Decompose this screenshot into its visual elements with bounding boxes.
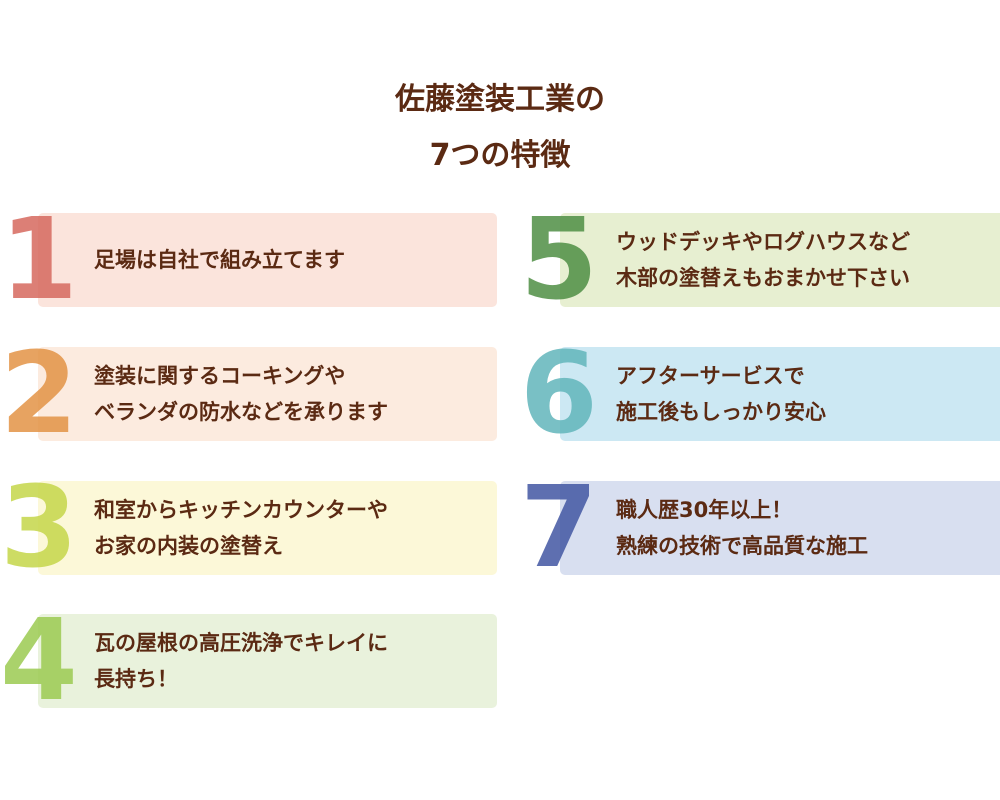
feature-text-line: ベランダの防水などを承ります [94, 400, 388, 424]
feature-number: 5 [520, 195, 598, 325]
feature-number: 7 [520, 463, 598, 593]
feature-number: 1 [0, 195, 78, 325]
page-title: 佐藤塗装工業の 7つの特徴 [0, 72, 1000, 184]
feature-text-line: 施工後もしっかり安心 [616, 400, 826, 424]
feature-text: 和室からキッチンカウンターやお家の内装の塗替え [94, 481, 388, 575]
feature-text: 足場は自社で組み立てます [94, 213, 345, 307]
feature-text-line: 長持ち！ [94, 667, 178, 691]
feature-text-line: お家の内装の塗替え [94, 534, 283, 558]
feature-text-line: アフターサービスで [616, 364, 805, 388]
feature-number: 3 [0, 463, 78, 593]
feature-text-line: 熟練の技術で高品質な施工 [616, 534, 868, 558]
feature-text-line: ウッドデッキやログハウスなど [616, 230, 910, 254]
title-line-2: 7つの特徴 [429, 138, 571, 173]
feature-text: 塗装に関するコーキングやベランダの防水などを承ります [94, 347, 388, 441]
feature-text-line: 木部の塗替えもおまかせ下さい [616, 266, 910, 290]
feature-text: ウッドデッキやログハウスなど木部の塗替えもおまかせ下さい [616, 213, 910, 307]
feature-text: アフターサービスで施工後もしっかり安心 [616, 347, 826, 441]
feature-text-line: 足場は自社で組み立てます [94, 248, 345, 272]
feature-text: 瓦の屋根の高圧洗浄でキレイに長持ち！ [94, 614, 388, 708]
feature-number: 4 [0, 596, 78, 726]
title-line-1: 佐藤塗装工業の [395, 82, 605, 117]
feature-number: 6 [520, 329, 598, 459]
feature-text-line: 塗装に関するコーキングや [94, 364, 346, 388]
feature-text-line: 和室からキッチンカウンターや [94, 498, 388, 522]
feature-text-line: 瓦の屋根の高圧洗浄でキレイに [94, 631, 388, 655]
feature-text: 職人歴30年以上！ 熟練の技術で高品質な施工 [616, 481, 868, 575]
feature-number: 2 [0, 329, 78, 459]
feature-text-line: 職人歴30年以上！ [616, 498, 793, 522]
